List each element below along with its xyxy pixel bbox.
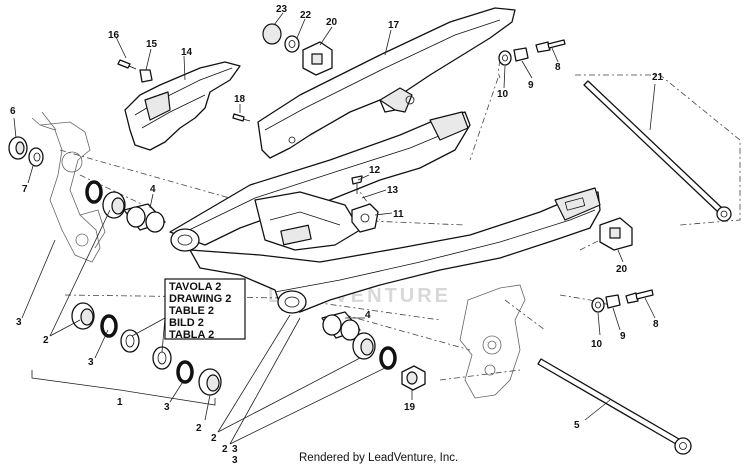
chain-slider [124, 61, 241, 151]
callout-12: 12 [369, 165, 381, 176]
callout-6: 6 [10, 106, 16, 117]
callout-3e: 3 [232, 455, 238, 466]
footer-credit: Rendered by LeadVenture, Inc. [299, 452, 458, 464]
small-bolts [117, 59, 363, 194]
callout-8b: 8 [653, 319, 659, 330]
callout-2b: 2 [196, 423, 202, 434]
callout-4b: 4 [365, 310, 371, 321]
callout-19: 19 [404, 402, 416, 413]
top-washers [262, 23, 300, 53]
callout-10a: 10 [497, 89, 509, 100]
bushing-tube-lower [321, 311, 361, 341]
seal-rings [85, 180, 397, 384]
chain-adjuster-blocks [302, 41, 633, 251]
callout-15: 15 [146, 39, 158, 50]
callout-3a: 3 [16, 317, 22, 328]
table-note: TAVOLA 2 DRAWING 2 TABLE 2 BILD 2 TABLA … [164, 278, 246, 341]
callout-3c: 3 [164, 402, 170, 413]
table-note-line-3: TABLE 2 [169, 305, 214, 317]
table-note-line-2: DRAWING 2 [169, 293, 231, 305]
frame-ghost-left [31, 111, 106, 263]
callout-20b: 20 [616, 264, 628, 275]
rear-axle [583, 80, 732, 222]
pivot-shaft [537, 358, 692, 455]
callout-14: 14 [181, 47, 193, 58]
callout-20a: 20 [326, 17, 338, 28]
callout-22: 22 [300, 10, 312, 21]
callout-numbers: 1 2 2 2 2 3 3 3 3 3 4 4 5 6 7 8 8 9 9 10… [10, 4, 664, 466]
callout-4a: 4 [150, 184, 156, 195]
callout-2c: 2 [211, 433, 217, 444]
callout-9a: 9 [528, 80, 534, 91]
chain-guard [257, 7, 516, 159]
callout-13: 13 [387, 185, 399, 196]
callout-11: 11 [393, 209, 404, 220]
callout-2a: 2 [43, 335, 49, 346]
pivot-nut [401, 365, 426, 391]
bushing-tube-upper [123, 203, 166, 233]
callout-5: 5 [574, 420, 580, 431]
pivot-washers-left [8, 136, 44, 167]
leader-lines [13, 12, 656, 445]
table-note-line-5: TABLA 2 [169, 329, 214, 341]
callout-23: 23 [276, 4, 288, 15]
callout-17: 17 [388, 20, 400, 31]
swingarm-body [169, 111, 601, 314]
table-note-line-1: TAVOLA 2 [169, 281, 221, 293]
callout-1: 1 [117, 397, 123, 408]
callout-3b: 3 [88, 357, 94, 368]
bearings [71, 191, 376, 396]
callout-2d: 2 [222, 444, 228, 455]
right-fasteners [498, 39, 654, 313]
callout-7: 7 [22, 184, 28, 195]
callout-18: 18 [234, 94, 246, 105]
frame-ghost-right [459, 284, 526, 399]
spacer-washers [120, 329, 172, 370]
callout-9b: 9 [620, 331, 626, 342]
callout-16: 16 [108, 30, 120, 41]
table-note-line-4: BILD 2 [169, 317, 204, 329]
callout-8a: 8 [555, 62, 561, 73]
callout-10b: 10 [591, 339, 603, 350]
callout-3d: 3 [232, 444, 238, 455]
callout-21: 21 [652, 72, 664, 83]
